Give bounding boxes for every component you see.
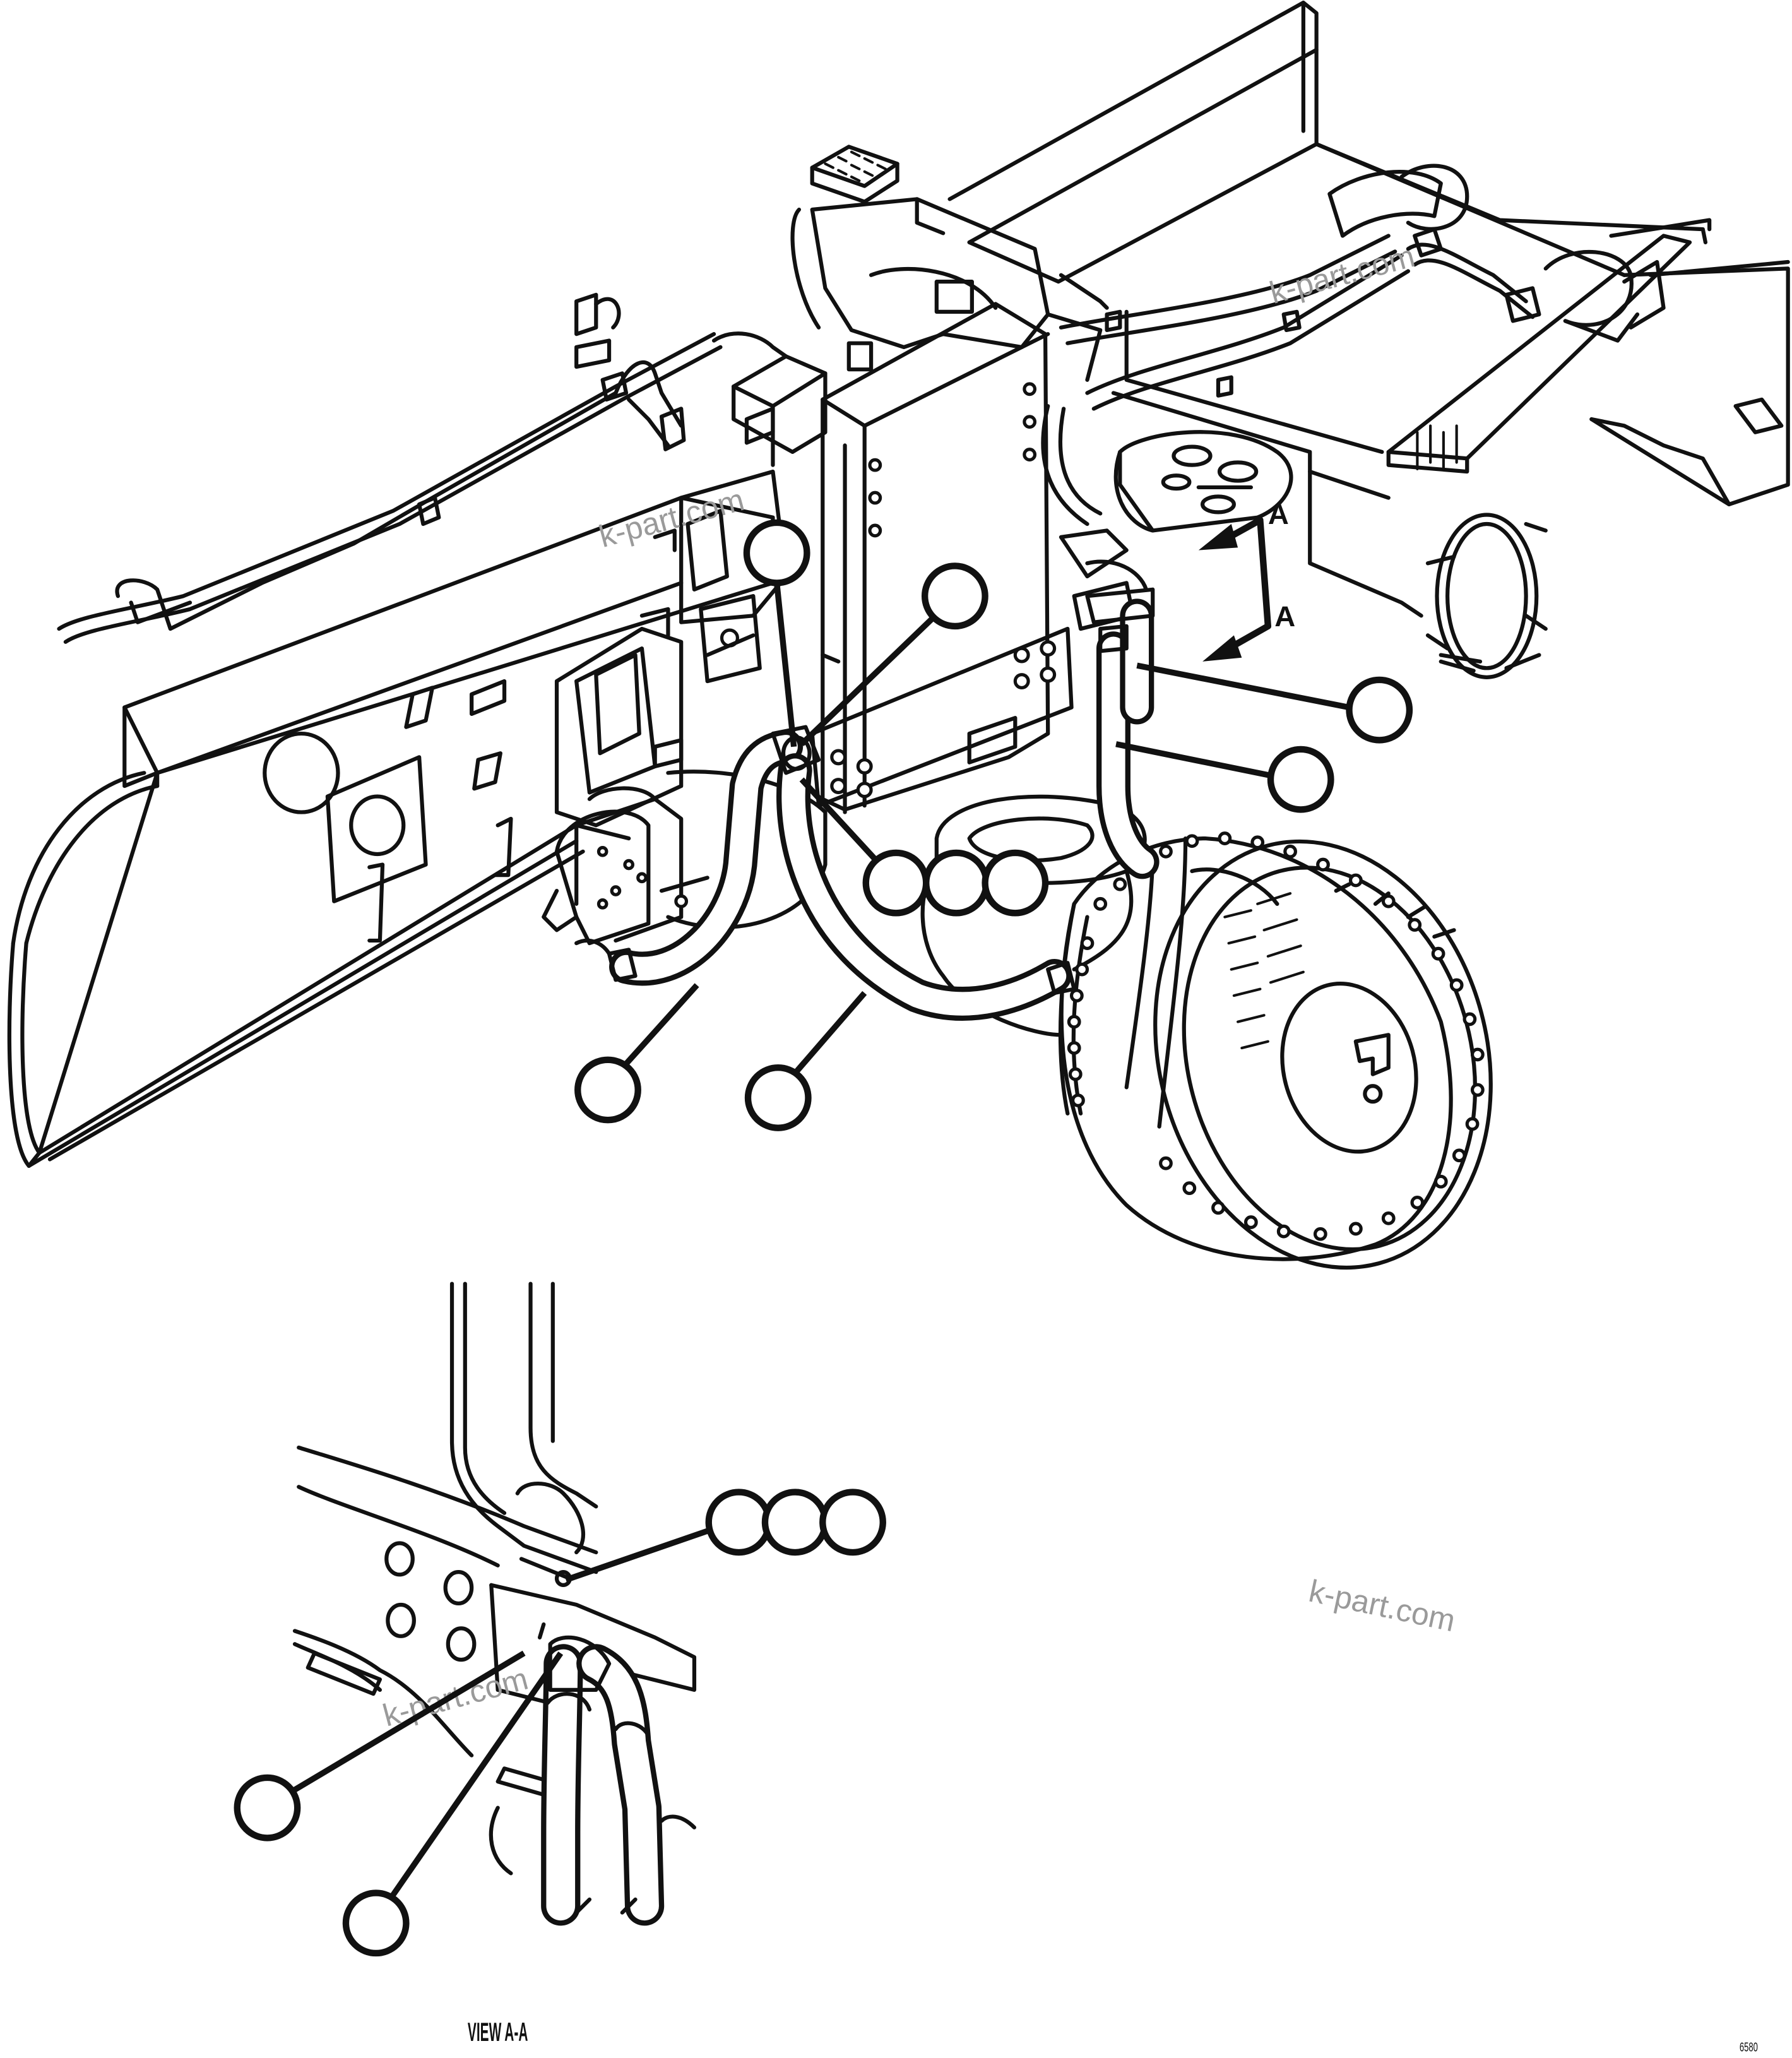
callout-circle <box>743 519 810 586</box>
steering-pad <box>810 145 899 204</box>
upper-left-bracket <box>711 331 828 467</box>
callout-circle <box>1267 746 1334 813</box>
view-label: VIEW A-A <box>468 2017 528 2047</box>
view-a-a-detail: k-part.com k-part.com VIEW A-A 6580 <box>292 1282 1758 2055</box>
callout-leader <box>1136 662 1350 711</box>
wheel-hub-assembly <box>1058 831 1493 1270</box>
callout-circle <box>761 1489 829 1556</box>
callout-leader <box>799 777 880 864</box>
watermark-4: k-part.com <box>1306 1573 1459 1639</box>
callout-leader <box>565 1527 711 1583</box>
pillar-mount-plate <box>810 626 1074 808</box>
callout-leader <box>1115 741 1271 779</box>
callout-circle <box>342 1889 410 1957</box>
left-side-bracket <box>554 469 788 828</box>
section-marker-bottom: A <box>1274 600 1295 633</box>
upper-right-hose-bundle <box>1041 227 1541 526</box>
callout-circle <box>574 1056 641 1124</box>
section-marker-top: A <box>1268 498 1289 530</box>
callout-leader <box>774 582 797 747</box>
callout-leader <box>289 1650 526 1795</box>
callout-circle <box>923 849 990 917</box>
sheet-code: 6580 <box>1740 2040 1758 2055</box>
callout-leader <box>794 990 867 1074</box>
callout-circle <box>1346 676 1413 744</box>
right-hose-bracket <box>1059 430 1293 631</box>
rear-frame-rails <box>947 1 1790 664</box>
callout-circle <box>862 849 930 917</box>
lower-left-mount <box>542 786 709 946</box>
main-frame-assembly: A A <box>7 1 1790 1270</box>
main-pillar <box>821 302 1050 814</box>
hoses <box>574 587 1160 1021</box>
upper-left-pipes <box>57 292 723 644</box>
callout-leader <box>799 613 937 747</box>
section-arrows: A A <box>1198 498 1295 662</box>
callout-circle <box>234 1774 301 1841</box>
left-frame-beam <box>7 496 775 1168</box>
callout-leader <box>389 1651 564 1899</box>
callout-leader <box>624 983 699 1066</box>
central-housing <box>790 197 1103 382</box>
callout-circle <box>982 849 1049 917</box>
callout-circle <box>705 1489 773 1556</box>
callout-circle <box>744 1064 812 1131</box>
callouts <box>234 519 1413 1957</box>
right-ring <box>1425 513 1548 679</box>
watermark-2: k-part.com <box>1266 238 1418 311</box>
callout-circle <box>921 562 988 630</box>
callout-circle <box>819 1489 886 1556</box>
